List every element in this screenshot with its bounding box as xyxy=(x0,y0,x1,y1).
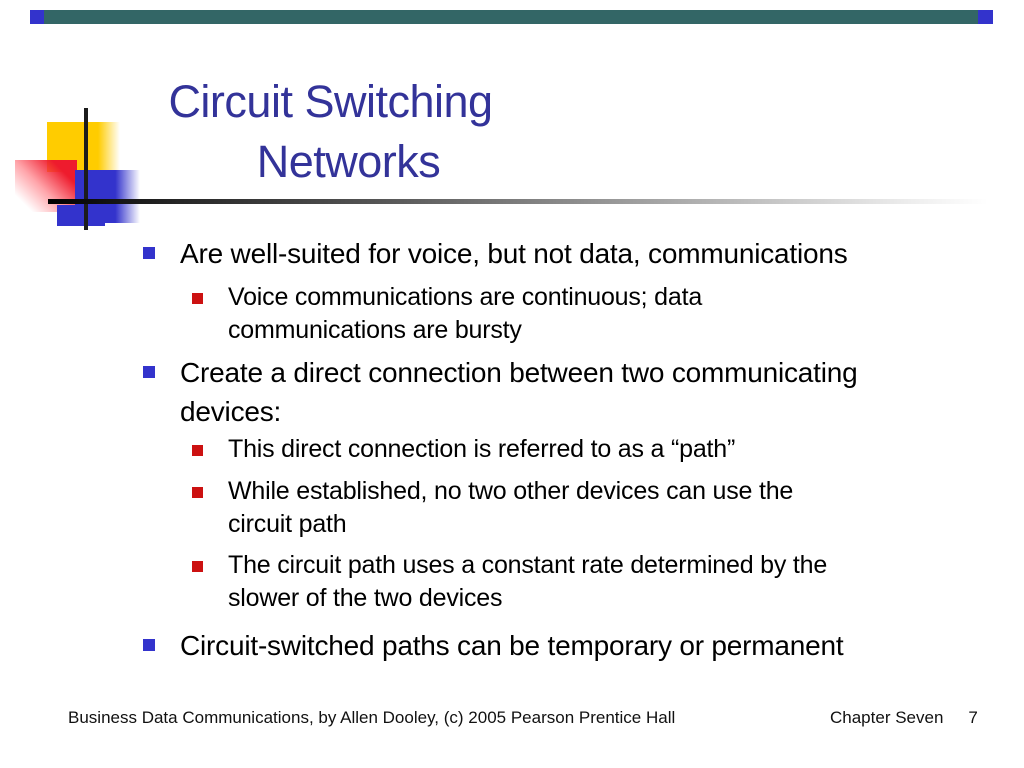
bullet-row: Create a direct connection between two c… xyxy=(143,353,858,431)
level2-bullet-square-icon xyxy=(192,445,203,456)
bullet-row: Are well-suited for voice, but not data,… xyxy=(143,234,848,273)
footer-page-number: 7 xyxy=(968,708,978,727)
slide-title-line1: Circuit Switching xyxy=(168,76,493,127)
bullet-text-line: Create a direct connection between two c… xyxy=(180,357,858,388)
top-bar-right-square xyxy=(978,10,993,24)
footer-copyright: Business Data Communications, by Allen D… xyxy=(68,708,676,727)
decor-blue-small-square xyxy=(57,205,105,226)
level1-bullet-square-icon xyxy=(143,639,155,651)
footer-chapter: Chapter Seven 7 xyxy=(830,708,978,728)
footer-chapter-label: Chapter Seven xyxy=(830,708,944,727)
slide-title-line2: Networks xyxy=(256,136,441,187)
decor-vertical-line xyxy=(84,108,88,230)
top-bar-left-square xyxy=(30,10,44,24)
level1-bullet-square-icon xyxy=(143,247,155,259)
bullet-text-line: Circuit-switched paths can be temporary … xyxy=(180,630,844,661)
level2-bullet-square-icon xyxy=(192,561,203,572)
bullet-row: Circuit-switched paths can be temporary … xyxy=(143,626,844,665)
bullet-text-line: slower of the two devices xyxy=(228,584,503,612)
title-underline-rule xyxy=(48,199,988,204)
bullet-text-line: circuit path xyxy=(228,510,347,538)
level2-bullet-square-icon xyxy=(192,487,203,498)
bullet-text-line: Voice communications are continuous; dat… xyxy=(228,283,703,311)
bullet-row: The circuit path uses a constant rate de… xyxy=(192,549,827,615)
bullet-row: While established, no two other devices … xyxy=(192,475,793,541)
bullet-text-line: devices: xyxy=(180,396,282,427)
level2-bullet-square-icon xyxy=(192,293,203,304)
bullet-text-line: communications are bursty xyxy=(228,316,522,344)
bullet-text-line: Are well-suited for voice, but not data,… xyxy=(180,238,848,269)
top-bar xyxy=(44,10,978,24)
bullet-text-line: While established, no two other devices … xyxy=(228,477,794,505)
bullet-row: This direct connection is referred to as… xyxy=(192,433,735,466)
slide-title: Circuit Switching Networks xyxy=(118,72,543,192)
bullet-text-line: The circuit path uses a constant rate de… xyxy=(228,551,828,579)
bullet-text-line: This direct connection is referred to as… xyxy=(228,435,736,463)
level1-bullet-square-icon xyxy=(143,366,155,378)
bullet-row: Voice communications are continuous; dat… xyxy=(192,281,702,347)
